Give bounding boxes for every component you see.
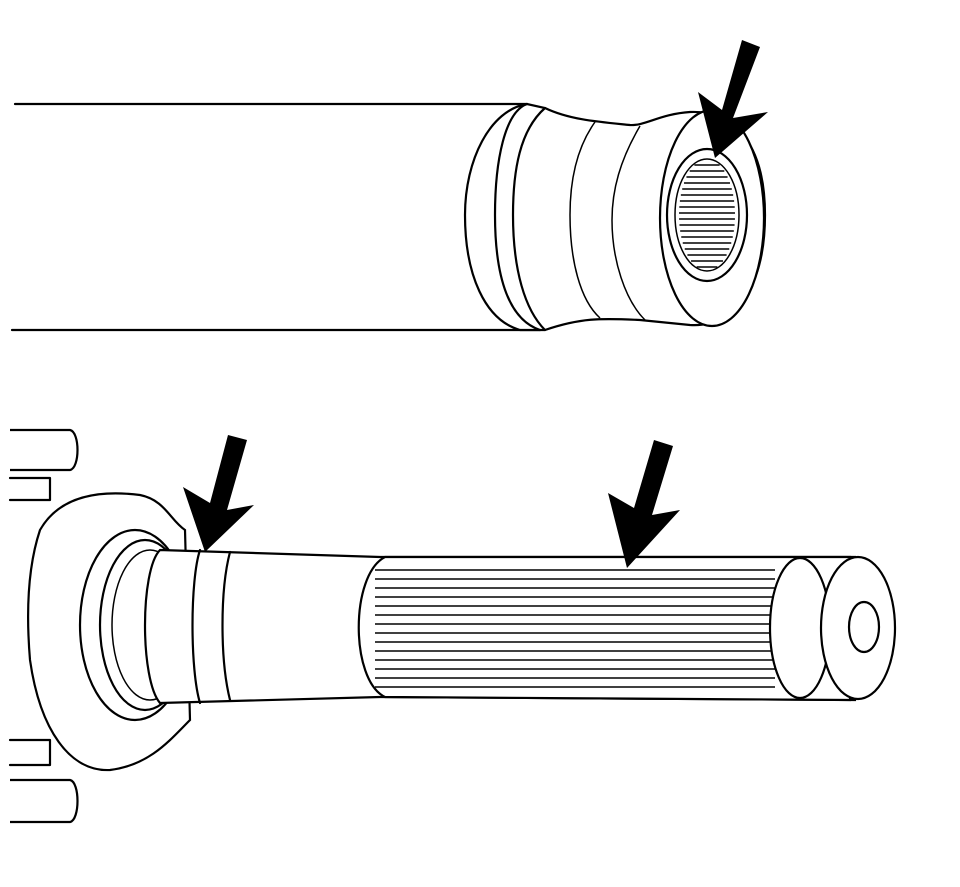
- slip-yoke-tube: [10, 102, 767, 332]
- internal-splines: [679, 164, 735, 268]
- external-splines: [375, 569, 775, 688]
- arrow-icon: [183, 435, 254, 552]
- transmission-output-shaft: [8, 428, 897, 824]
- arrow-icon: [698, 40, 768, 158]
- arrow-icon: [608, 440, 680, 568]
